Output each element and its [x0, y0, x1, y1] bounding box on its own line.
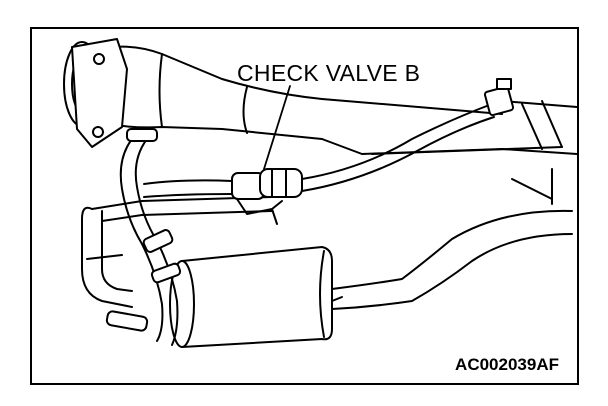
- frame-tubes: [81, 196, 273, 308]
- tail-pipe: [331, 209, 573, 310]
- muffler: [169, 246, 333, 348]
- vacuum-hose-left: [105, 128, 182, 346]
- illustration-frame: CHECK VALVE B AC002039AF: [30, 27, 579, 385]
- check-valve-b-label: CHECK VALVE B: [237, 60, 421, 86]
- figure-code: AC002039AF: [455, 355, 559, 374]
- check-valve-b: [231, 168, 303, 225]
- heat-shield: [371, 100, 577, 205]
- line-drawing: [63, 38, 577, 348]
- callout-leader-line: [263, 85, 291, 170]
- pipe-flange: [71, 38, 128, 148]
- vacuum-hose-right: [143, 78, 515, 198]
